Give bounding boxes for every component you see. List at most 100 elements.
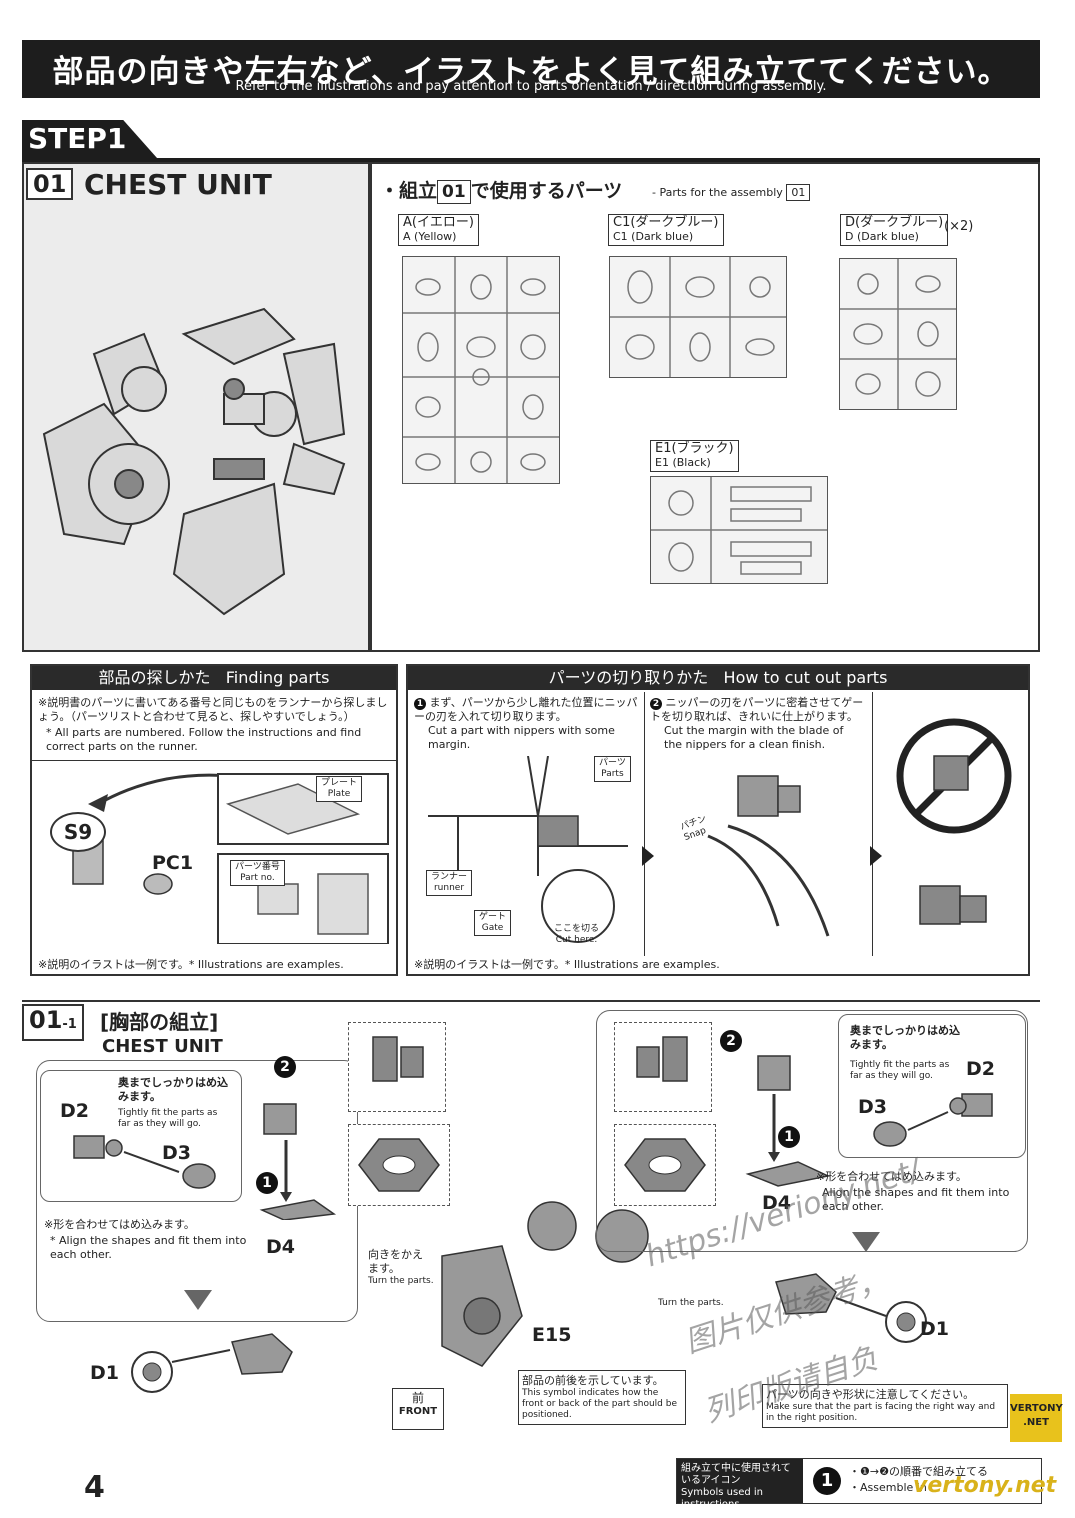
header-title-jp: 部品の向きや左右など、イラストをよく見て組み立ててください。 [52,54,1010,90]
d4-assembly-left [259,1103,337,1220]
subsection-title-jp: [胸部の組立] [100,1010,219,1034]
front-note: 部品の前後を示しています。 This symbol indicates how … [518,1370,686,1425]
finding-parts-panel: 部品の探しかた Finding parts ※説明書のパーツに書いてある番号と同… [30,664,398,976]
page-number: 4 [84,1470,105,1505]
d1-label-right: D1 [920,1318,949,1340]
cutting-step1-jp: 1 まず、パーツから少し離れた位置にニッパーの刃を入れて切り取ります。 [414,696,638,723]
detail-view-bottom-left [348,1124,450,1206]
d1-assembly-left [131,1333,293,1393]
align-en-left: * Align the shapes and fit them into eac… [50,1234,247,1261]
arrow-right-icon [642,846,654,866]
finding-note-en: * All parts are numbered. Follow the ins… [46,726,362,753]
tight-fit-en-right: Tightly fit the parts as far as they wil… [850,1060,950,1081]
step-1-marker-right: 1 [778,1126,800,1148]
s9-label: S9 [50,812,106,852]
arrow-right-icon [870,846,882,866]
chest-unit-illustration-panel: 01 CHEST UNIT [22,162,370,652]
d4-label-right: D4 [762,1192,791,1214]
align-jp-right: ※形を合わせてはめ込みます。 [816,1170,967,1183]
cutting-header: パーツの切り取りかた How to cut out parts [408,666,1028,690]
cutting-step1-illustration [428,756,628,943]
step-number-icon: 1 [813,1467,841,1495]
d2-label-left: D2 [60,1100,89,1122]
detail-view-top-left [348,1022,446,1112]
section-title: CHEST UNIT [84,168,272,201]
d2-d3-parts-right [873,1093,993,1147]
runner-d [839,258,957,410]
d2-label-right: D2 [966,1058,995,1080]
runner-d-label: D(ダークブルー)D (Dark blue) [840,214,949,246]
pc1-label: PC1 [152,852,194,874]
front-symbol-icon: 前 FRONT [392,1388,444,1430]
step-1-marker-left: 1 [256,1172,278,1194]
order-jp: ・❶→❷の順番で組み立てる [849,1465,988,1478]
cutting-step2-jp: 2 ニッパーの刃をパーツに密着させてゲートを切り取れば、きれいに仕上がります。 [650,696,864,723]
finding-divider [32,760,396,761]
runner-a [402,256,560,484]
watermark-bottom: vertony.net [913,1473,1057,1498]
chest-core-assembly [441,1201,649,1367]
finding-illustration [72,773,389,944]
orientation-note: パーツの向きや形状に注意してください。 Make sure that the p… [762,1384,1008,1428]
d3-label-right: D3 [858,1096,887,1118]
tight-fit-jp-right: 奥までしっかりはめ込みます。 [850,1024,960,1051]
result-illustration [896,718,1012,925]
cutting-step1-en: Cut a part with nippers with some margin… [428,724,615,751]
turn-en: Turn the parts. [368,1276,434,1286]
header-banner: 部品の向きや左右など、イラストをよく見て組み立ててください。 Refer to … [22,40,1040,98]
arrow-down-icon [184,1290,212,1310]
runner-e1 [650,476,828,584]
turn-jp: 向きをかえます。 [368,1248,423,1275]
cutting-divider-2 [872,692,873,956]
tight-fit-en-left: Tightly fit the parts as far as they wil… [118,1108,218,1129]
d3-label-left: D3 [162,1142,191,1164]
d4-label-left: D4 [266,1236,295,1258]
tight-fit-jp-left: 奥までしっかりはめ込みます。 [118,1076,228,1103]
step-2-marker-left: 2 [274,1056,296,1078]
finding-parts-header: 部品の探しかた Finding parts [32,666,396,690]
turn-en-right: Turn the parts. [658,1298,724,1308]
step-divider [22,158,1040,162]
arrow-down-icon [852,1232,880,1252]
header-title-en: Refer to the illustrations and pay atten… [235,79,827,94]
order-en: ・Assemble in [849,1481,927,1494]
runner-a-label: A(イエロー)A (Yellow) [398,214,479,246]
runner-e1-label: E1(ブラック)E1 (Black) [650,440,739,472]
cutting-footnote: ※説明のイラストは一例です。* Illustrations are exampl… [414,958,720,971]
e15-label: E15 [532,1324,572,1346]
section-number: 01 [26,168,74,200]
d4-assembly-right [745,1055,831,1187]
finding-footnote: ※説明のイラストは一例です。* Illustrations are exampl… [38,958,344,971]
chest-assembly-section: 01-1 [胸部の組立] CHEST UNIT 奥までしっかりはめ込みます。 T… [22,1000,1040,1440]
runner-c1-label: C1(ダークブルー)C1 (Dark blue) [608,214,724,246]
right-detail-box [838,1014,1026,1158]
parts-heading-en: - Parts for the assembly 01 [652,184,811,201]
align-en-right: Align the shapes and fit them into each … [822,1186,1010,1213]
d1-label-left: D1 [90,1362,119,1384]
d1-assembly-right [775,1273,927,1343]
step-2-marker-right: 2 [720,1030,742,1052]
runner-c1 [609,256,787,378]
runner-d-qty: (×2) [944,219,974,234]
cutting-step2-en: Cut the margin with the blade of the nip… [664,724,844,751]
subsection-number: 01-1 [22,1004,84,1041]
cutting-divider-1 [644,692,645,956]
vertony-logo: VERTONY .NET [1010,1394,1063,1442]
chest-unit-exploded-view [42,307,346,616]
d2-d3-parts-left [73,1135,216,1189]
finding-note-jp: ※説明書のパーツに書いてある番号と同じものをランナーから探しましょう。（パーツリ… [38,696,388,723]
detail-view-bottom-right [614,1124,716,1206]
align-jp-left: ※形を合わせてはめ込みます。 [44,1218,195,1231]
cutting-step2-illustration [707,775,830,937]
detail-view-top-right [614,1022,712,1112]
